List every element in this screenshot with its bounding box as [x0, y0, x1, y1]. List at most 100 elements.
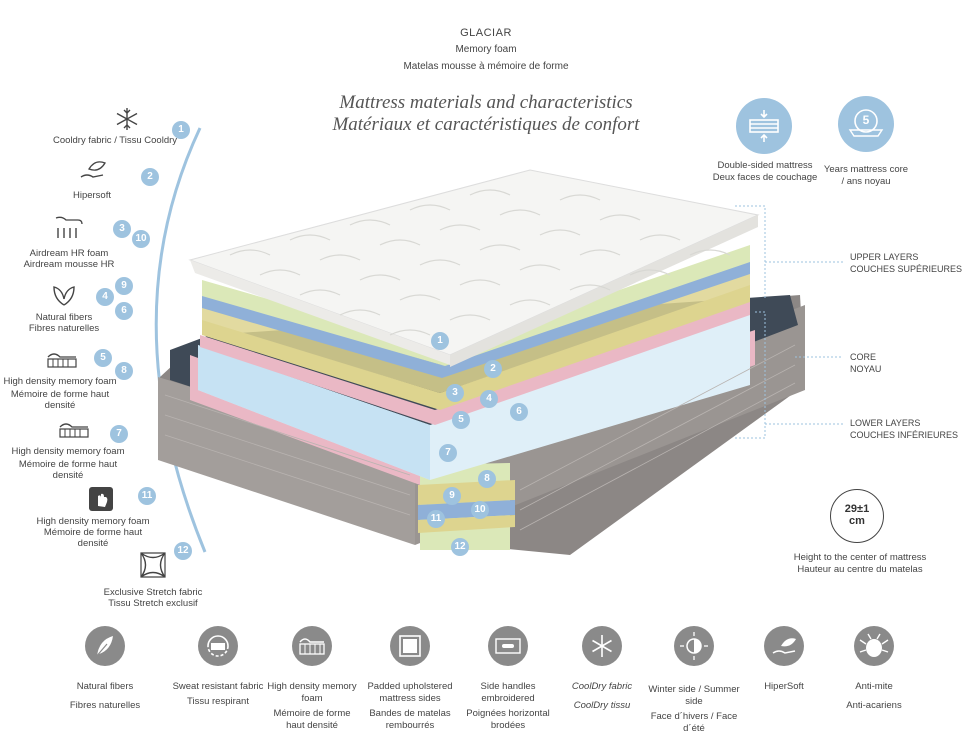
- feature-label-fr: Poignées horizontal brodées: [466, 708, 550, 731]
- left-label-airdream-en: Airdream HR foam: [29, 248, 109, 259]
- years-icon: [848, 109, 884, 137]
- arc-number: 8: [115, 362, 133, 380]
- product-subtitle-fr: Matelas mousse à mémoire de forme: [403, 61, 569, 72]
- snowflake-icon: [116, 108, 138, 130]
- hand-leaf-icon: [80, 161, 106, 178]
- feature-label-en: High density memory foam: [267, 681, 357, 704]
- feature-sweat-resistant: Sweat resistant fabric Tissu respirant: [172, 626, 264, 708]
- height-badge: 29±1 cm: [830, 489, 884, 543]
- years-label-en: Years mattress core: [823, 164, 909, 175]
- feature-row: Natural fibers Fibres naturelles Sweat r…: [0, 626, 972, 746]
- height-unit: cm: [849, 515, 865, 527]
- left-label-hd3-en: High density memory foam: [36, 516, 150, 527]
- layer-number: 12: [451, 538, 469, 556]
- years-value: 5: [862, 113, 870, 127]
- feature-label-en: Anti-mite: [855, 681, 893, 692]
- sun-snow-icon: [674, 626, 714, 666]
- left-label-hd2-fr2: densité: [52, 470, 84, 481]
- double-sided-badge: [736, 98, 792, 154]
- left-label-airdream-fr: Airdream mousse HR: [23, 259, 115, 270]
- arc-number: 12: [174, 542, 192, 560]
- double-sided-icon: [749, 110, 779, 142]
- section-guides: [735, 205, 843, 439]
- double-sided-en: Double-sided mattress: [717, 160, 813, 171]
- left-label-hd2-en: High density memory foam: [11, 446, 125, 457]
- arc-number: 4: [96, 288, 114, 306]
- arc-number: 1: [172, 121, 190, 139]
- leaf-icon: [53, 286, 75, 306]
- stretch-icon: [140, 552, 166, 578]
- product-subtitle-en: Memory foam: [455, 44, 517, 55]
- left-label-hd1-fr: Mémoire de forme haut: [10, 389, 110, 400]
- feature-winter-summer: Winter side / Summer side Face d´hivers …: [648, 626, 740, 735]
- feature-padded-sides: Padded upholstered mattress sides Bandes…: [364, 626, 456, 732]
- arc-number: 3: [113, 220, 131, 238]
- press-icon: [89, 487, 113, 511]
- upper-layers-fr: COUCHES SUPÉRIEURES: [850, 264, 963, 274]
- height-value: 29±1: [844, 503, 870, 515]
- height-label-en: Height to the center of mattress: [793, 552, 927, 563]
- feature-hipersoft: HiperSoft: [738, 626, 830, 693]
- layer-number: 8: [478, 470, 496, 488]
- arc-number: 5: [94, 349, 112, 367]
- feature-label-en: Sweat resistant fabric: [172, 681, 264, 692]
- left-label-hipersoft: Hipersoft: [72, 190, 111, 201]
- arc-number: 6: [115, 302, 133, 320]
- feature-label-fr: Bandes de matelas rembourrés: [369, 708, 451, 731]
- arc-number: 11: [138, 487, 156, 505]
- layer-arc: [154, 127, 207, 553]
- layer-number: 4: [480, 390, 498, 408]
- feature-label-fr: Mémoire de forme haut densité: [273, 708, 351, 731]
- feature-hd-memory-foam: High density memory foam Mémoire de form…: [266, 626, 358, 732]
- product-name: GLACIAR: [460, 27, 512, 39]
- layer-number: 6: [510, 403, 528, 421]
- mite-icon: [854, 626, 894, 666]
- layer-number: 5: [452, 411, 470, 429]
- layer-number: 9: [443, 487, 461, 505]
- left-label-stretch-en: Exclusive Stretch fabric: [103, 587, 203, 598]
- left-label-hd1-fr2: densité: [44, 400, 76, 411]
- years-label-fr: / ans noyau: [841, 176, 891, 187]
- mattress-illustration: [158, 169, 805, 555]
- layer-number: 3: [446, 384, 464, 402]
- memory-foam-icon: [292, 626, 332, 666]
- years-badge: [838, 96, 894, 152]
- memory-foam-icon: [59, 423, 89, 438]
- feather-icon: [85, 626, 125, 666]
- feature-label-fr: CoolDry tissu: [573, 700, 631, 711]
- arc-number: 9: [115, 277, 133, 295]
- upper-layers-en: UPPER LAYERS: [850, 252, 919, 262]
- arc-number: 2: [141, 168, 159, 186]
- feature-side-handles: Side handles embroidered Poignées horizo…: [462, 626, 554, 732]
- snowflake-icon: [582, 626, 622, 666]
- feature-label-fr: Face d´hivers / Face d´été: [650, 711, 738, 734]
- left-label-natural-en: Natural fibers: [35, 312, 93, 323]
- left-label-natural-fr: Fibres naturelles: [28, 323, 100, 334]
- feature-natural-fibers: Natural fibers Fibres naturelles: [59, 626, 151, 712]
- feature-label-fr: Anti-acariens: [846, 700, 902, 711]
- feature-label-en: Padded upholstered mattress sides: [367, 681, 453, 704]
- air-fabric-icon: [198, 626, 238, 666]
- left-label-hd3-fr2: densité: [77, 538, 109, 549]
- feature-anti-mite: Anti-mite Anti-acariens: [828, 626, 920, 712]
- feature-cooldry: CoolDry fabric CoolDry tissu: [556, 626, 648, 712]
- layer-number: 1: [431, 332, 449, 350]
- left-label-hd3-fr: Mémoire de forme haut: [43, 527, 143, 538]
- padded-side-icon: [390, 626, 430, 666]
- layer-number: 10: [471, 501, 489, 519]
- left-label-hd2-fr: Mémoire de forme haut: [18, 459, 118, 470]
- core-en: CORE: [850, 352, 877, 362]
- height-label-fr: Hauteur au centre du matelas: [797, 564, 923, 575]
- layer-number: 7: [439, 444, 457, 462]
- layer-number: 11: [427, 510, 445, 528]
- arc-number: 10: [132, 230, 150, 248]
- feature-label-fr: Fibres naturelles: [69, 700, 141, 711]
- left-label-hd1-en: High density memory foam: [3, 376, 117, 387]
- feature-label-en: Natural fibers: [76, 681, 134, 692]
- core-fr: NOYAU: [850, 364, 882, 374]
- left-label-stretch-fr: Tissu Stretch exclusif: [108, 598, 198, 609]
- feature-label-en: Side handles embroidered: [480, 681, 536, 704]
- arc-number: 7: [110, 425, 128, 443]
- memory-foam-icon: [47, 353, 77, 368]
- airflow-icon: [55, 216, 83, 238]
